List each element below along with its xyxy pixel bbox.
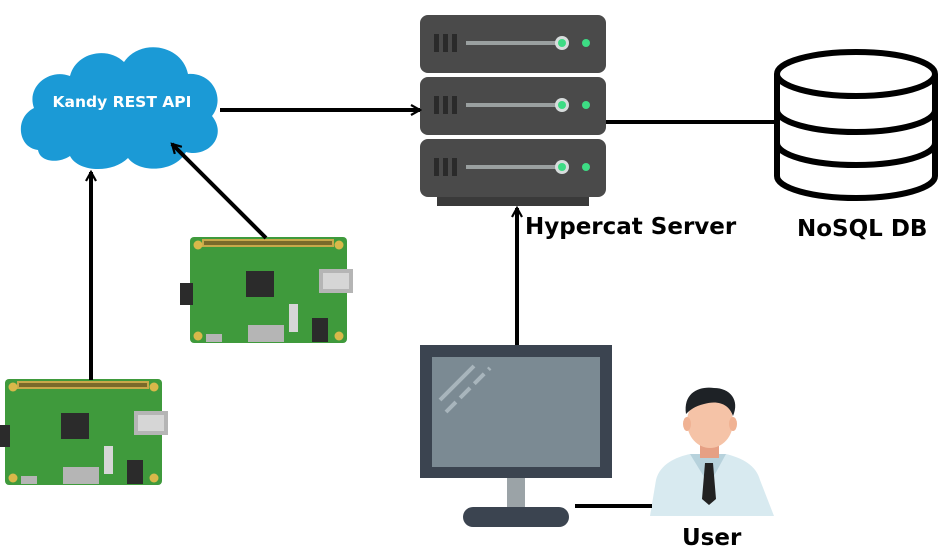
database-label: NoSQL DB [797, 216, 928, 242]
user-icon [650, 387, 774, 516]
server-rack-icon [420, 15, 606, 206]
raspberry-pi-board-top [180, 237, 353, 343]
arrow-top-board-to-cloud [172, 144, 268, 240]
database-icon [774, 49, 938, 201]
connectors [91, 110, 777, 508]
user-label: User [682, 525, 742, 551]
computer-monitor-icon [420, 345, 612, 527]
cloud-label: Kandy REST API [52, 93, 192, 111]
raspberry-pi-board-bottom [0, 379, 168, 485]
server-label: Hypercat Server [525, 214, 737, 240]
cloud-icon [20, 47, 218, 170]
